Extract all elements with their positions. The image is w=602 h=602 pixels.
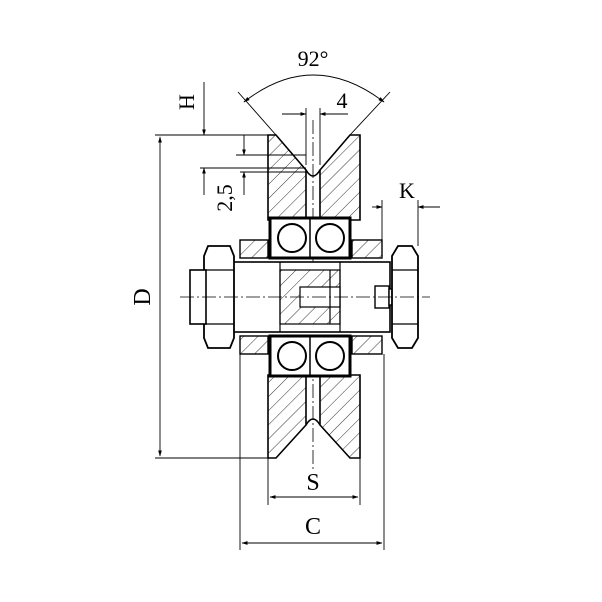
h-dimension: H xyxy=(174,82,306,195)
wheel-right-upper xyxy=(319,134,361,221)
s-dimension: S xyxy=(267,458,361,505)
bearing-lower xyxy=(268,334,352,378)
depth-label: 2,5 xyxy=(212,184,237,212)
h-label: H xyxy=(174,94,199,110)
c-label: C xyxy=(305,514,321,540)
depth-dimension: 2,5 xyxy=(212,135,306,212)
k-dimension: K xyxy=(372,178,440,246)
c-dimension: C xyxy=(239,354,385,550)
wheel-left-lower xyxy=(267,374,307,459)
wheel-right-lower xyxy=(319,374,361,459)
d-dimension: D xyxy=(130,134,268,459)
d-label: D xyxy=(130,288,156,305)
washers xyxy=(239,239,383,355)
angle-dimension: 92° xyxy=(237,46,391,136)
bearing-upper xyxy=(268,216,352,260)
wheel-left-upper xyxy=(267,134,307,221)
k-label: K xyxy=(399,178,415,203)
s-label: S xyxy=(306,470,319,496)
angle-label: 92° xyxy=(298,46,329,71)
groove-width-dimension: 4 xyxy=(282,88,348,165)
wheel-section xyxy=(267,120,361,470)
groove-width-label: 4 xyxy=(337,88,348,113)
